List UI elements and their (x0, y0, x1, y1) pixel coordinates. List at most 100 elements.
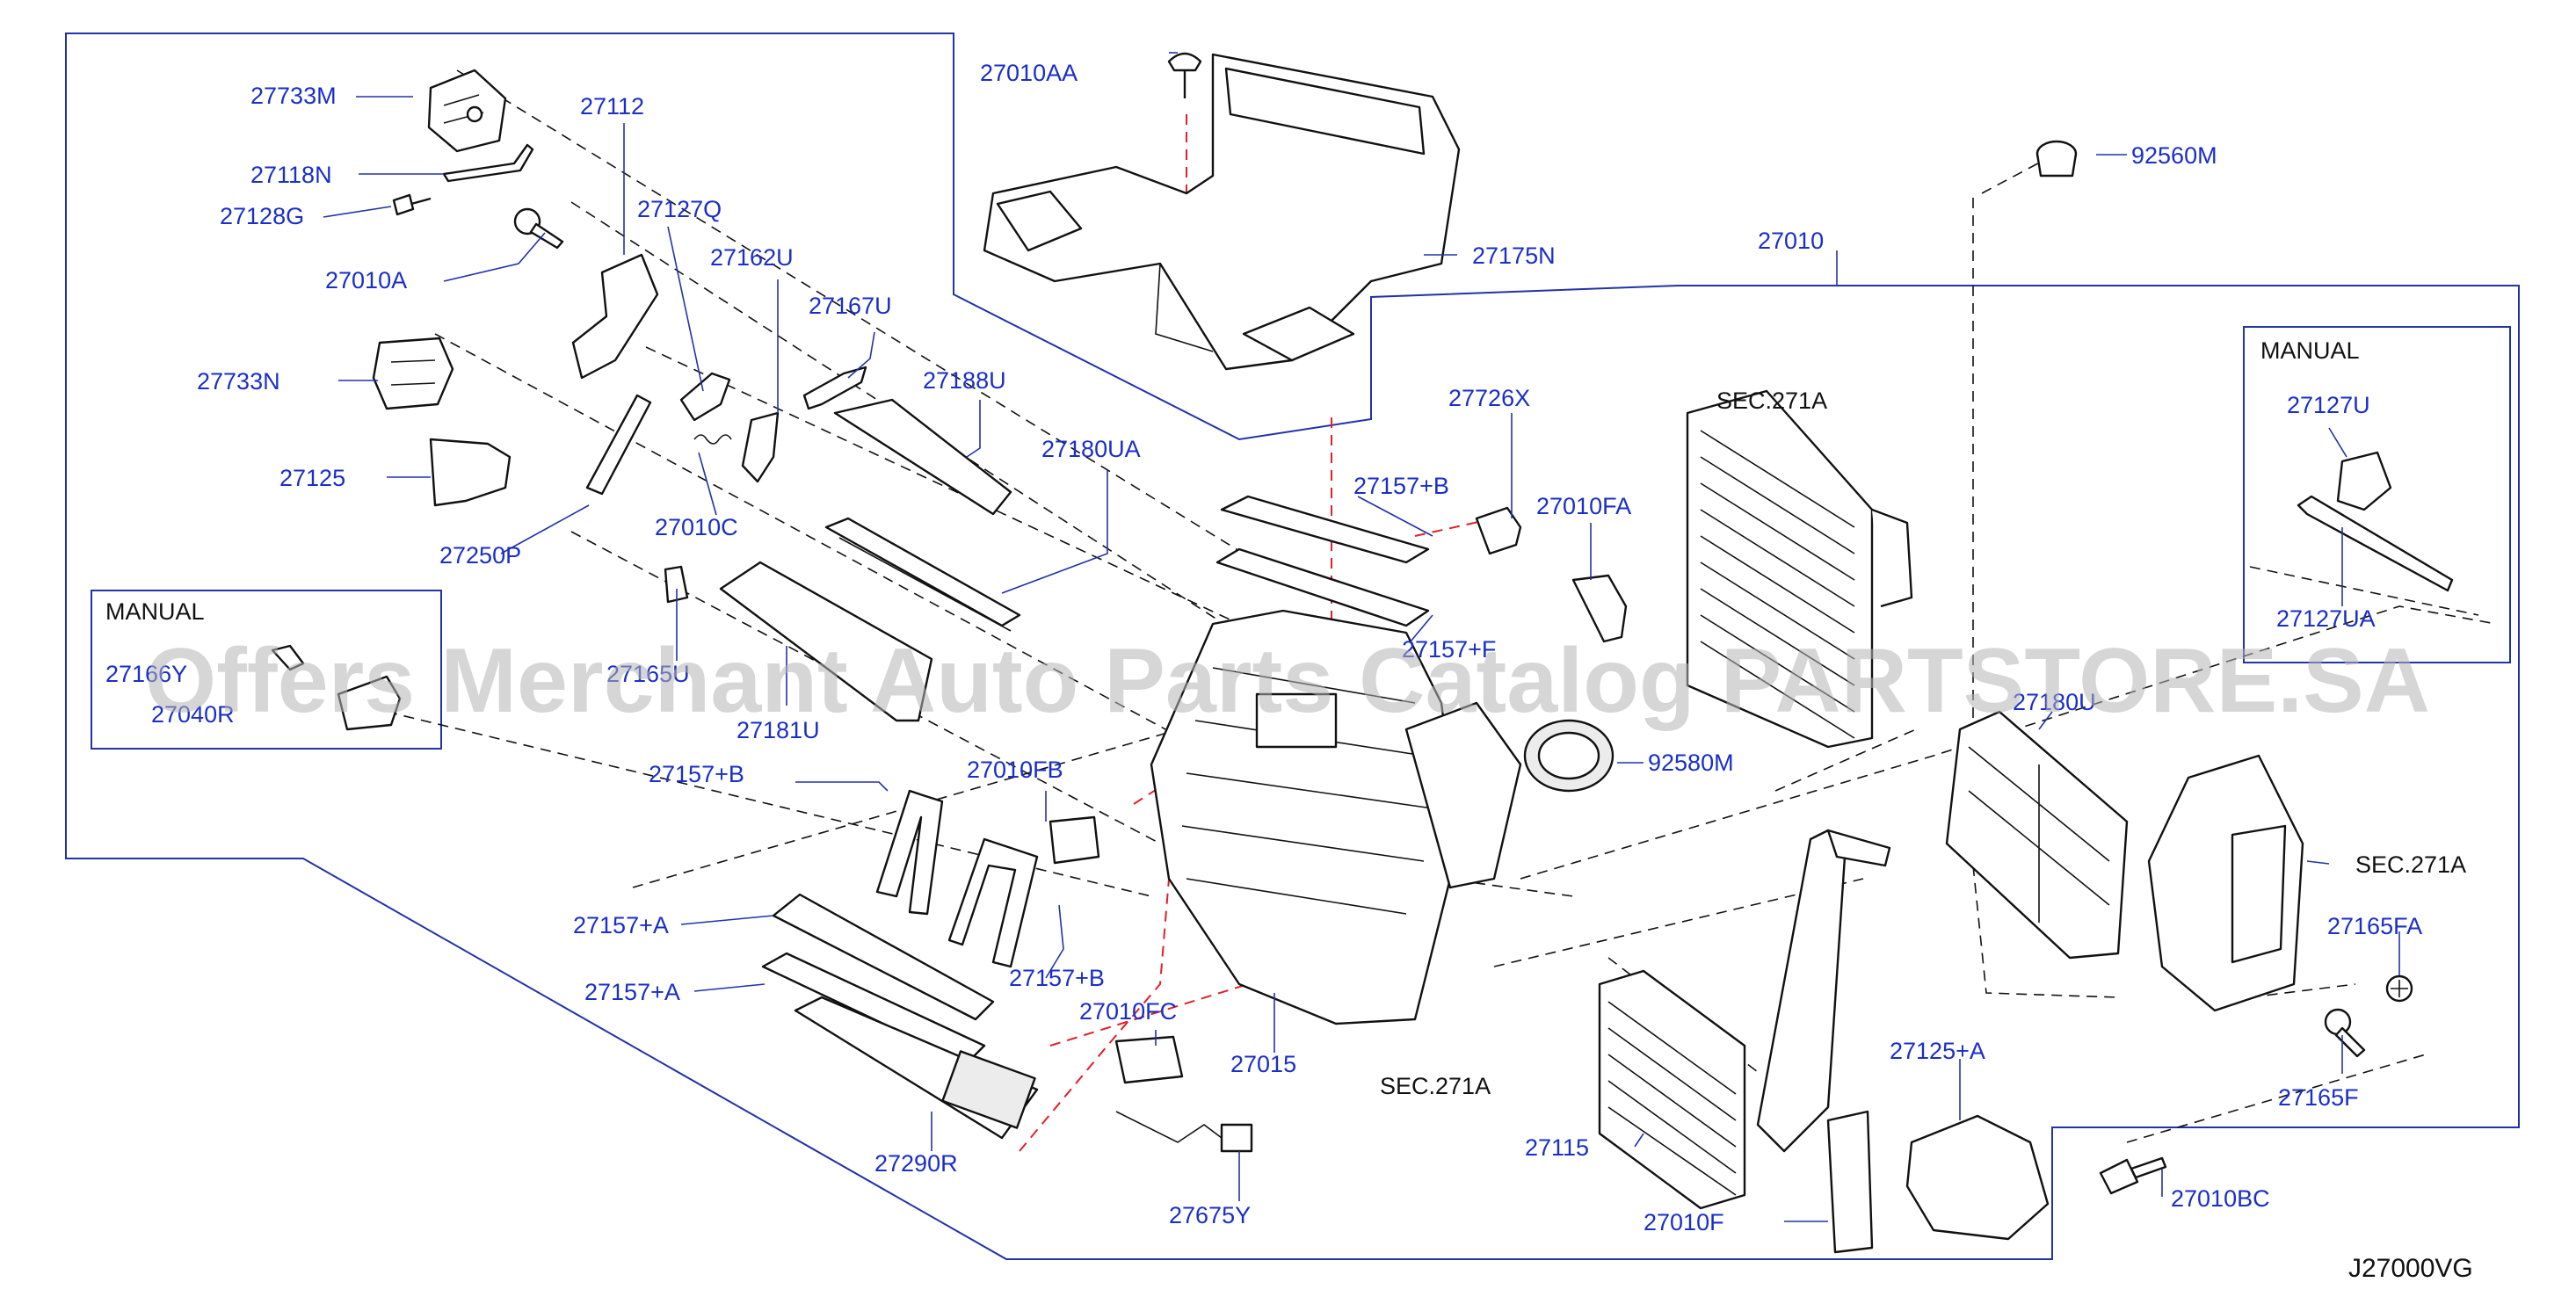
spring-27010C (693, 434, 732, 445)
label-27175N: 27175N (1472, 243, 1556, 269)
seal-27157A-1 (772, 893, 995, 1021)
bracket-27010FB (1049, 815, 1100, 865)
label-27157B-top: 27157+B (1353, 473, 1449, 499)
section-refs: SEC.271A SEC.271A SEC.271A (1380, 388, 2466, 1099)
screw-27165FA (2385, 974, 2413, 1003)
link-plate-27112 (571, 253, 659, 380)
bracket-27125 (429, 438, 512, 507)
screw-27010BC (2099, 1156, 2167, 1195)
label-27733M: 27733M (250, 83, 337, 109)
seal-27157B-mid (947, 837, 1039, 968)
label-27165U: 27165U (606, 661, 690, 687)
label-27250P: 27250P (439, 542, 521, 569)
section-ref-bottom: SEC.271A (1380, 1073, 1491, 1099)
label-27127UA: 27127UA (2276, 605, 2376, 632)
filter-27290R (794, 996, 1039, 1140)
seal-27157B-top (1220, 495, 1430, 564)
leader-lines (323, 52, 2400, 1222)
label-27127Q: 27127Q (637, 196, 722, 222)
screw-27010A (513, 207, 564, 250)
label-27290R: 27290R (874, 1150, 958, 1177)
label-27010BC: 27010BC (2171, 1185, 2270, 1212)
label-27010AA: 27010AA (980, 60, 1078, 86)
heater-unit-27015 (1150, 609, 1522, 1025)
manual-box-right-title: MANUAL (2260, 337, 2360, 364)
guide-lines (386, 69, 2497, 1143)
sensor-27726X (1475, 506, 1522, 555)
label-27180UA: 27180UA (1041, 436, 1141, 462)
label-27010FA: 27010FA (1536, 493, 1631, 519)
label-27010FC: 27010FC (1079, 998, 1177, 1025)
bracket-27040R (337, 675, 402, 731)
label-92580M: 92580M (1648, 750, 1734, 776)
label-27128G: 27128G (220, 203, 304, 229)
assembly-frame-left (65, 33, 2520, 1260)
label-27157A-2: 27157+A (584, 979, 680, 1005)
label-27125A: 27125+A (1890, 1038, 1985, 1064)
label-27181U: 27181U (737, 717, 820, 743)
label-27127U: 27127U (2287, 392, 2370, 418)
bracket-27010FC (1114, 1035, 1184, 1084)
label-27675Y: 27675Y (1169, 1202, 1251, 1228)
link-27250P (585, 394, 652, 496)
label-27010F: 27010F (1644, 1209, 1724, 1235)
label-27733N: 27733N (197, 368, 280, 395)
watermark-text: Offers Merchant Auto Parts Catalog PARTS… (145, 630, 2430, 732)
seal-27157F (1215, 547, 1430, 627)
label-27010A: 27010A (325, 267, 407, 293)
label-27115: 27115 (1525, 1134, 1589, 1161)
duct-27175N (983, 53, 1461, 371)
section-ref-right: SEC.271A (2355, 851, 2466, 878)
label-27125: 27125 (279, 465, 345, 491)
label-27010FB: 27010FB (967, 757, 1063, 783)
label-27188U: 27188U (923, 367, 1006, 394)
grommet-92560M (2035, 140, 2078, 177)
manual-box-right (2243, 326, 2511, 663)
seal-27157B-left (875, 789, 944, 916)
diagram-code: J27000VG (2348, 1254, 2473, 1283)
label-27167U: 27167U (809, 293, 892, 319)
blower-case (2147, 754, 2304, 1012)
lever-27127Q (679, 372, 731, 422)
lever-27127U (2336, 451, 2392, 511)
label-27010C: 27010C (655, 514, 738, 540)
evaporator-core (1686, 389, 1913, 749)
rod-27127UA (2297, 495, 2454, 592)
door-27180UA (824, 517, 1021, 627)
heater-core-27115 (1598, 829, 1891, 1210)
label-27166Y: 27166Y (105, 661, 187, 687)
bracket-27010F (1826, 1110, 1874, 1254)
label-27165F: 27165F (2278, 1084, 2359, 1111)
bracket-27010FA (1571, 574, 1628, 643)
screw-27128G (392, 193, 432, 216)
harness-27675Y (1115, 1111, 1253, 1153)
lever-27166Y (271, 644, 305, 671)
label-27157B-left: 27157+B (649, 761, 744, 787)
actuator-motor-27733N (372, 337, 454, 410)
actuator-motor-27733M (427, 69, 507, 153)
filter-frame-27180U (1945, 710, 2129, 960)
screw-27010AA (1167, 52, 1202, 98)
label-27157F: 27157+F (1402, 636, 1496, 663)
manual-box-left-title: MANUAL (105, 598, 205, 625)
label-27180U: 27180U (2013, 689, 2096, 715)
label-27157B-mid: 27157+B (1009, 965, 1105, 991)
lever-27162U (741, 411, 780, 483)
door-27188U (833, 398, 1012, 516)
label-27112: 27112 (580, 93, 644, 120)
screw-27165F (2324, 1008, 2366, 1058)
label-27118N: 27118N (250, 162, 332, 188)
part-labels: 27733M 27112 27118N 27128G 27127Q 27010A… (105, 60, 2422, 1235)
label-92560M: 92560M (2131, 142, 2217, 169)
label-27040R: 27040R (151, 701, 235, 728)
label-27165FA: 27165FA (2327, 913, 2422, 939)
manual-box-left (91, 590, 442, 750)
section-ref-top: SEC.271A (1716, 388, 1827, 414)
clip-27165U (664, 565, 689, 604)
label-27010: 27010 (1758, 228, 1824, 254)
label-27157A-1: 27157+A (573, 912, 669, 938)
housing-27125A (1905, 1114, 2050, 1241)
label-27162U: 27162U (710, 244, 794, 271)
lever-27167U (802, 366, 867, 410)
